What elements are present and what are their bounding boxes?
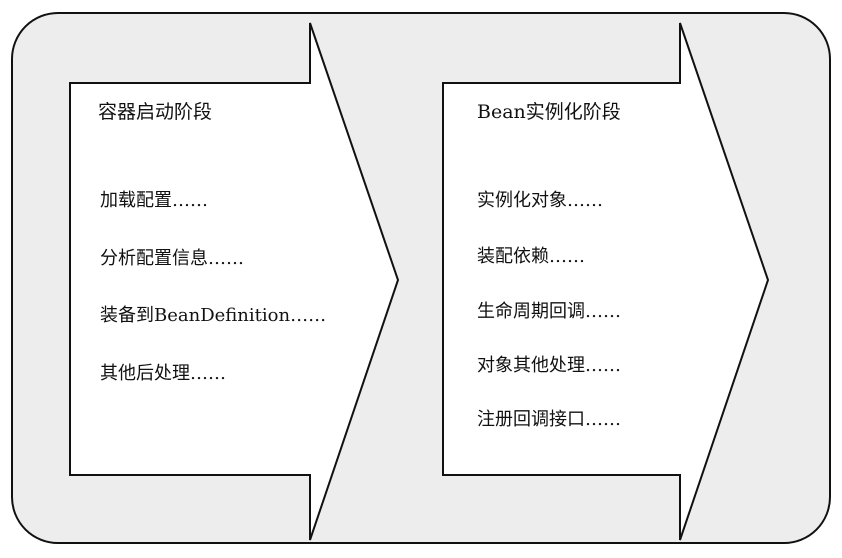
left-phase-title: 容器启动阶段 <box>98 101 213 123</box>
left-phase-arrow <box>69 22 400 541</box>
left-phase-item: 装备到BeanDefinition…… <box>100 305 327 326</box>
left-phase-item: 分析配置信息…… <box>100 248 244 269</box>
right-phase-title: Bean实例化阶段 <box>477 101 621 123</box>
right-phase-arrow <box>442 22 770 541</box>
right-phase-item: 生命周期回调…… <box>477 301 621 322</box>
right-phase-item: 对象其他处理…… <box>477 355 621 376</box>
right-phase-item: 装配依赖…… <box>477 246 585 267</box>
right-phase-item: 实例化对象…… <box>477 190 603 211</box>
left-phase-item: 其他后处理…… <box>100 363 226 384</box>
right-phase-item: 注册回调接口…… <box>477 409 621 430</box>
left-phase-item: 加载配置…… <box>100 190 208 211</box>
